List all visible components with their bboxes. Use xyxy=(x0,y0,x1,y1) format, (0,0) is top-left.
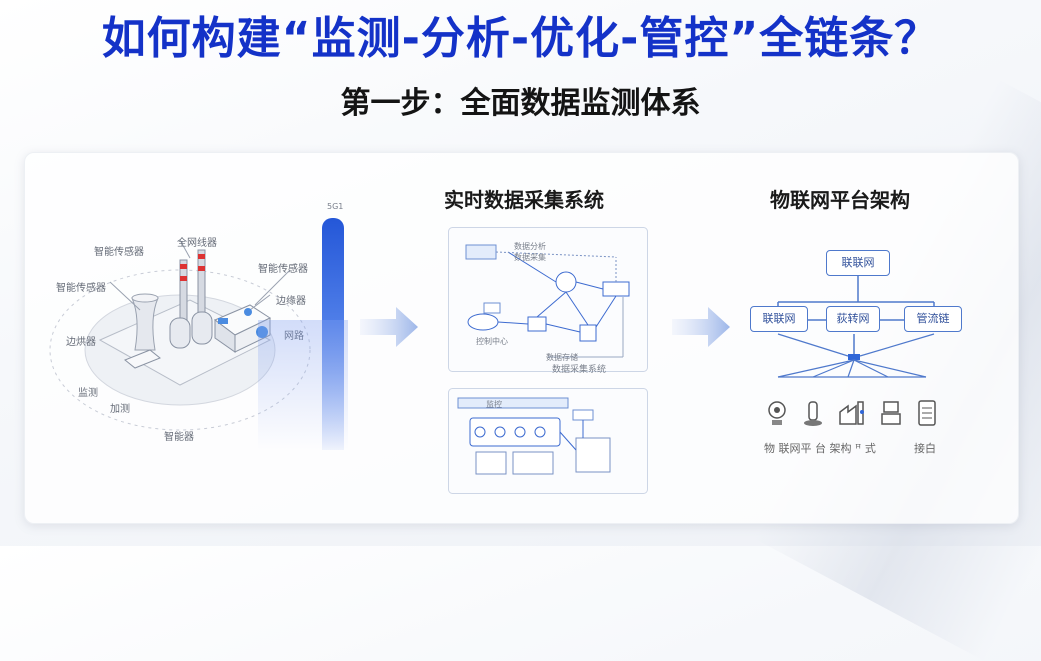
signal-bar xyxy=(322,218,344,450)
sensor-icon xyxy=(804,401,822,426)
iot-top-node: 联联网 xyxy=(826,250,890,276)
iot-bottom-label-2: 接白 xyxy=(914,442,936,455)
label-smart-sensor-3: 智能传感器 xyxy=(258,264,308,275)
middle-label-storage: 数据存储 xyxy=(546,353,578,362)
middle-label-control: 控制中心 xyxy=(476,337,508,346)
middle-title: 实时数据采集系统 xyxy=(444,188,604,212)
camera-icon xyxy=(768,401,786,425)
signal-bar-label: 5G1 xyxy=(327,202,344,211)
label-add-monitor: 加测 xyxy=(110,404,130,415)
data-collection-diagram xyxy=(448,227,648,372)
label-smart-device: 智能器 xyxy=(164,432,194,443)
label-network-path: 网路 xyxy=(284,327,304,342)
right-title: 物联网平台架构 xyxy=(770,188,910,212)
plant-illustration xyxy=(49,239,311,431)
label-smart-sensor-1: 智能传感器 xyxy=(94,247,144,258)
signal-glow xyxy=(258,320,348,450)
middle-label-analysis: 数据分析 xyxy=(514,242,546,251)
server-icon xyxy=(918,400,936,426)
label-smart-sensor-2: 智能传感器 xyxy=(56,283,106,294)
iot-node-right: 管流链 xyxy=(904,306,962,332)
iot-node-left: 联联网 xyxy=(750,306,808,332)
iot-bottom-label: 物 联网平 台 架构 ꟸ 式 xyxy=(764,442,876,455)
middle-label-monitor: 监控 xyxy=(486,400,502,409)
page-title: 如何构建“监测-分析-优化-管控”全链条？ xyxy=(101,13,940,64)
middle-label-collect: 数据采集 xyxy=(514,253,546,262)
label-edge-2: 边烘器 xyxy=(66,337,96,348)
iot-node-middle: 荻转网 xyxy=(826,306,880,332)
arrow-right-2 xyxy=(672,307,730,347)
iot-architecture-lines xyxy=(777,274,935,378)
monitor-diagram xyxy=(448,388,648,494)
label-network: 全网线器 xyxy=(177,238,217,249)
label-monitor: 监测 xyxy=(78,388,98,399)
factory-icon xyxy=(839,401,864,425)
arrow-right-1 xyxy=(360,307,418,347)
device-icon xyxy=(881,401,901,425)
middle-caption: 数据采集系统 xyxy=(552,365,607,375)
page-subtitle: 第一步：全面数据监测体系 xyxy=(340,86,701,121)
label-edge-device: 边缘器 xyxy=(276,296,306,307)
